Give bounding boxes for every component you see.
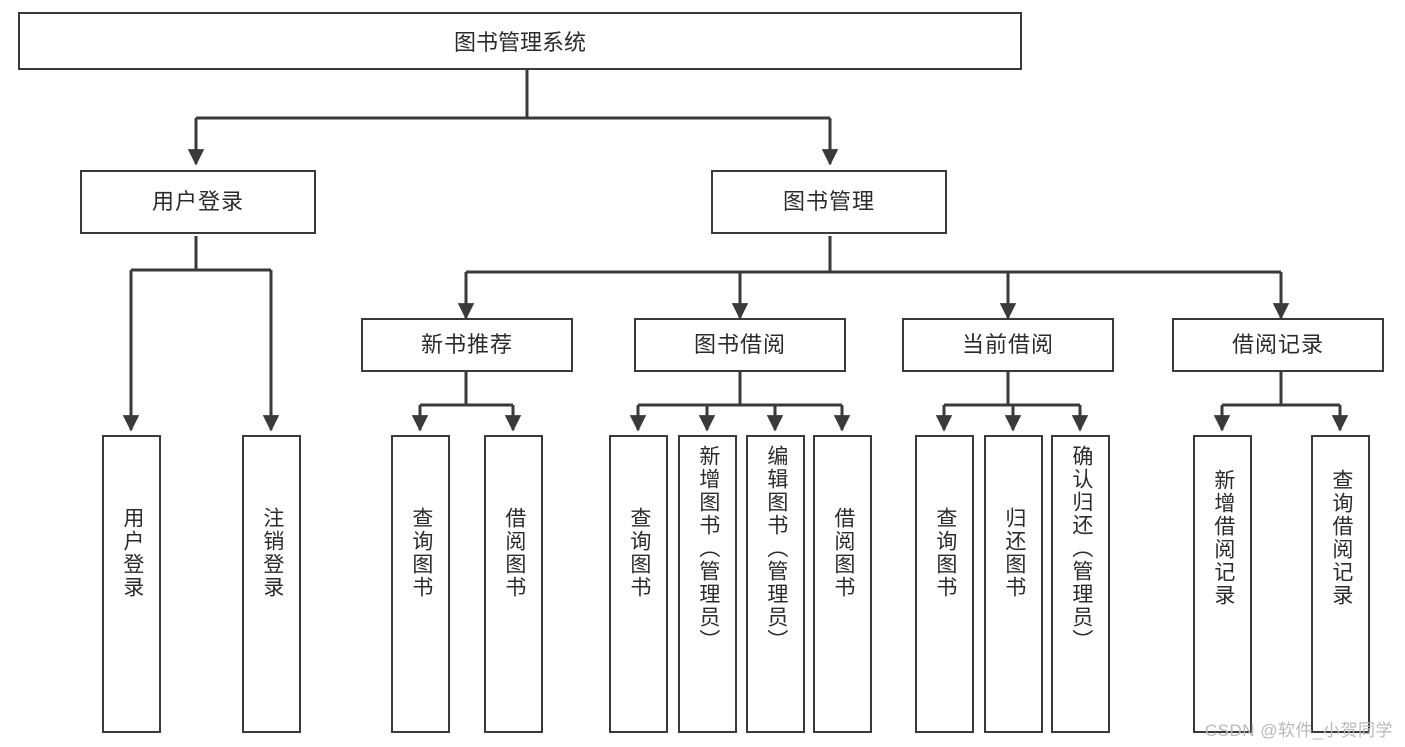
leaf-user-login-login-label: 用户登录 bbox=[120, 507, 144, 599]
node-user-login-label: 用户登录 bbox=[151, 188, 244, 214]
leaf-records-add-record[interactable]: 新增借阅记录 bbox=[1193, 435, 1252, 733]
node-root-system[interactable]: 图书管理系统 bbox=[18, 12, 1022, 70]
leaf-current-confirm-return-admin-label: 确认归还（管理员） bbox=[1069, 445, 1093, 652]
leaf-current-query-book-label: 查询图书 bbox=[933, 507, 957, 599]
node-new-book-recommend-label: 新书推荐 bbox=[420, 331, 513, 357]
node-current-borrow[interactable]: 当前借阅 bbox=[902, 318, 1114, 372]
leaf-borrow-query-book-label: 查询图书 bbox=[627, 507, 651, 599]
leaf-borrow-add-book-admin-label: 新增图书（管理员） bbox=[696, 445, 720, 652]
leaf-recommend-query-book[interactable]: 查询图书 bbox=[391, 435, 450, 733]
node-book-management[interactable]: 图书管理 bbox=[711, 170, 947, 234]
node-borrow-records[interactable]: 借阅记录 bbox=[1172, 318, 1384, 372]
node-borrow-records-label: 借阅记录 bbox=[1231, 331, 1324, 357]
node-user-login[interactable]: 用户登录 bbox=[80, 170, 316, 234]
node-book-management-label: 图书管理 bbox=[782, 188, 875, 214]
leaf-records-add-record-label: 新增借阅记录 bbox=[1211, 469, 1235, 607]
leaf-recommend-borrow-book[interactable]: 借阅图书 bbox=[484, 435, 543, 733]
node-book-borrow[interactable]: 图书借阅 bbox=[634, 318, 846, 372]
node-new-book-recommend[interactable]: 新书推荐 bbox=[361, 318, 573, 372]
leaf-borrow-add-book-admin[interactable]: 新增图书（管理员） bbox=[678, 435, 737, 733]
leaf-user-login-login[interactable]: 用户登录 bbox=[102, 435, 161, 733]
csdn-watermark: CSDN @软件_小贺同学 bbox=[1204, 721, 1393, 740]
leaf-borrow-borrow-book[interactable]: 借阅图书 bbox=[813, 435, 872, 733]
leaf-current-query-book[interactable]: 查询图书 bbox=[915, 435, 974, 733]
leaf-current-return-book[interactable]: 归还图书 bbox=[984, 435, 1043, 733]
node-root-system-label: 图书管理系统 bbox=[453, 30, 586, 55]
leaf-records-query-record-label: 查询借阅记录 bbox=[1329, 469, 1353, 607]
leaf-borrow-edit-book-admin-label: 编辑图书（管理员） bbox=[764, 445, 788, 652]
leaf-borrow-borrow-book-label: 借阅图书 bbox=[831, 507, 855, 599]
leaf-current-confirm-return-admin[interactable]: 确认归还（管理员） bbox=[1051, 435, 1110, 733]
node-current-borrow-label: 当前借阅 bbox=[961, 331, 1054, 357]
leaf-recommend-query-book-label: 查询图书 bbox=[409, 507, 433, 599]
leaf-user-login-logout-label: 注销登录 bbox=[260, 507, 284, 599]
leaf-user-login-logout[interactable]: 注销登录 bbox=[242, 435, 301, 733]
leaf-recommend-borrow-book-label: 借阅图书 bbox=[502, 507, 526, 599]
node-book-borrow-label: 图书借阅 bbox=[693, 331, 786, 357]
leaf-records-query-record[interactable]: 查询借阅记录 bbox=[1311, 435, 1370, 733]
leaf-borrow-edit-book-admin[interactable]: 编辑图书（管理员） bbox=[746, 435, 805, 733]
leaf-current-return-book-label: 归还图书 bbox=[1002, 507, 1026, 599]
leaf-borrow-query-book[interactable]: 查询图书 bbox=[609, 435, 668, 733]
